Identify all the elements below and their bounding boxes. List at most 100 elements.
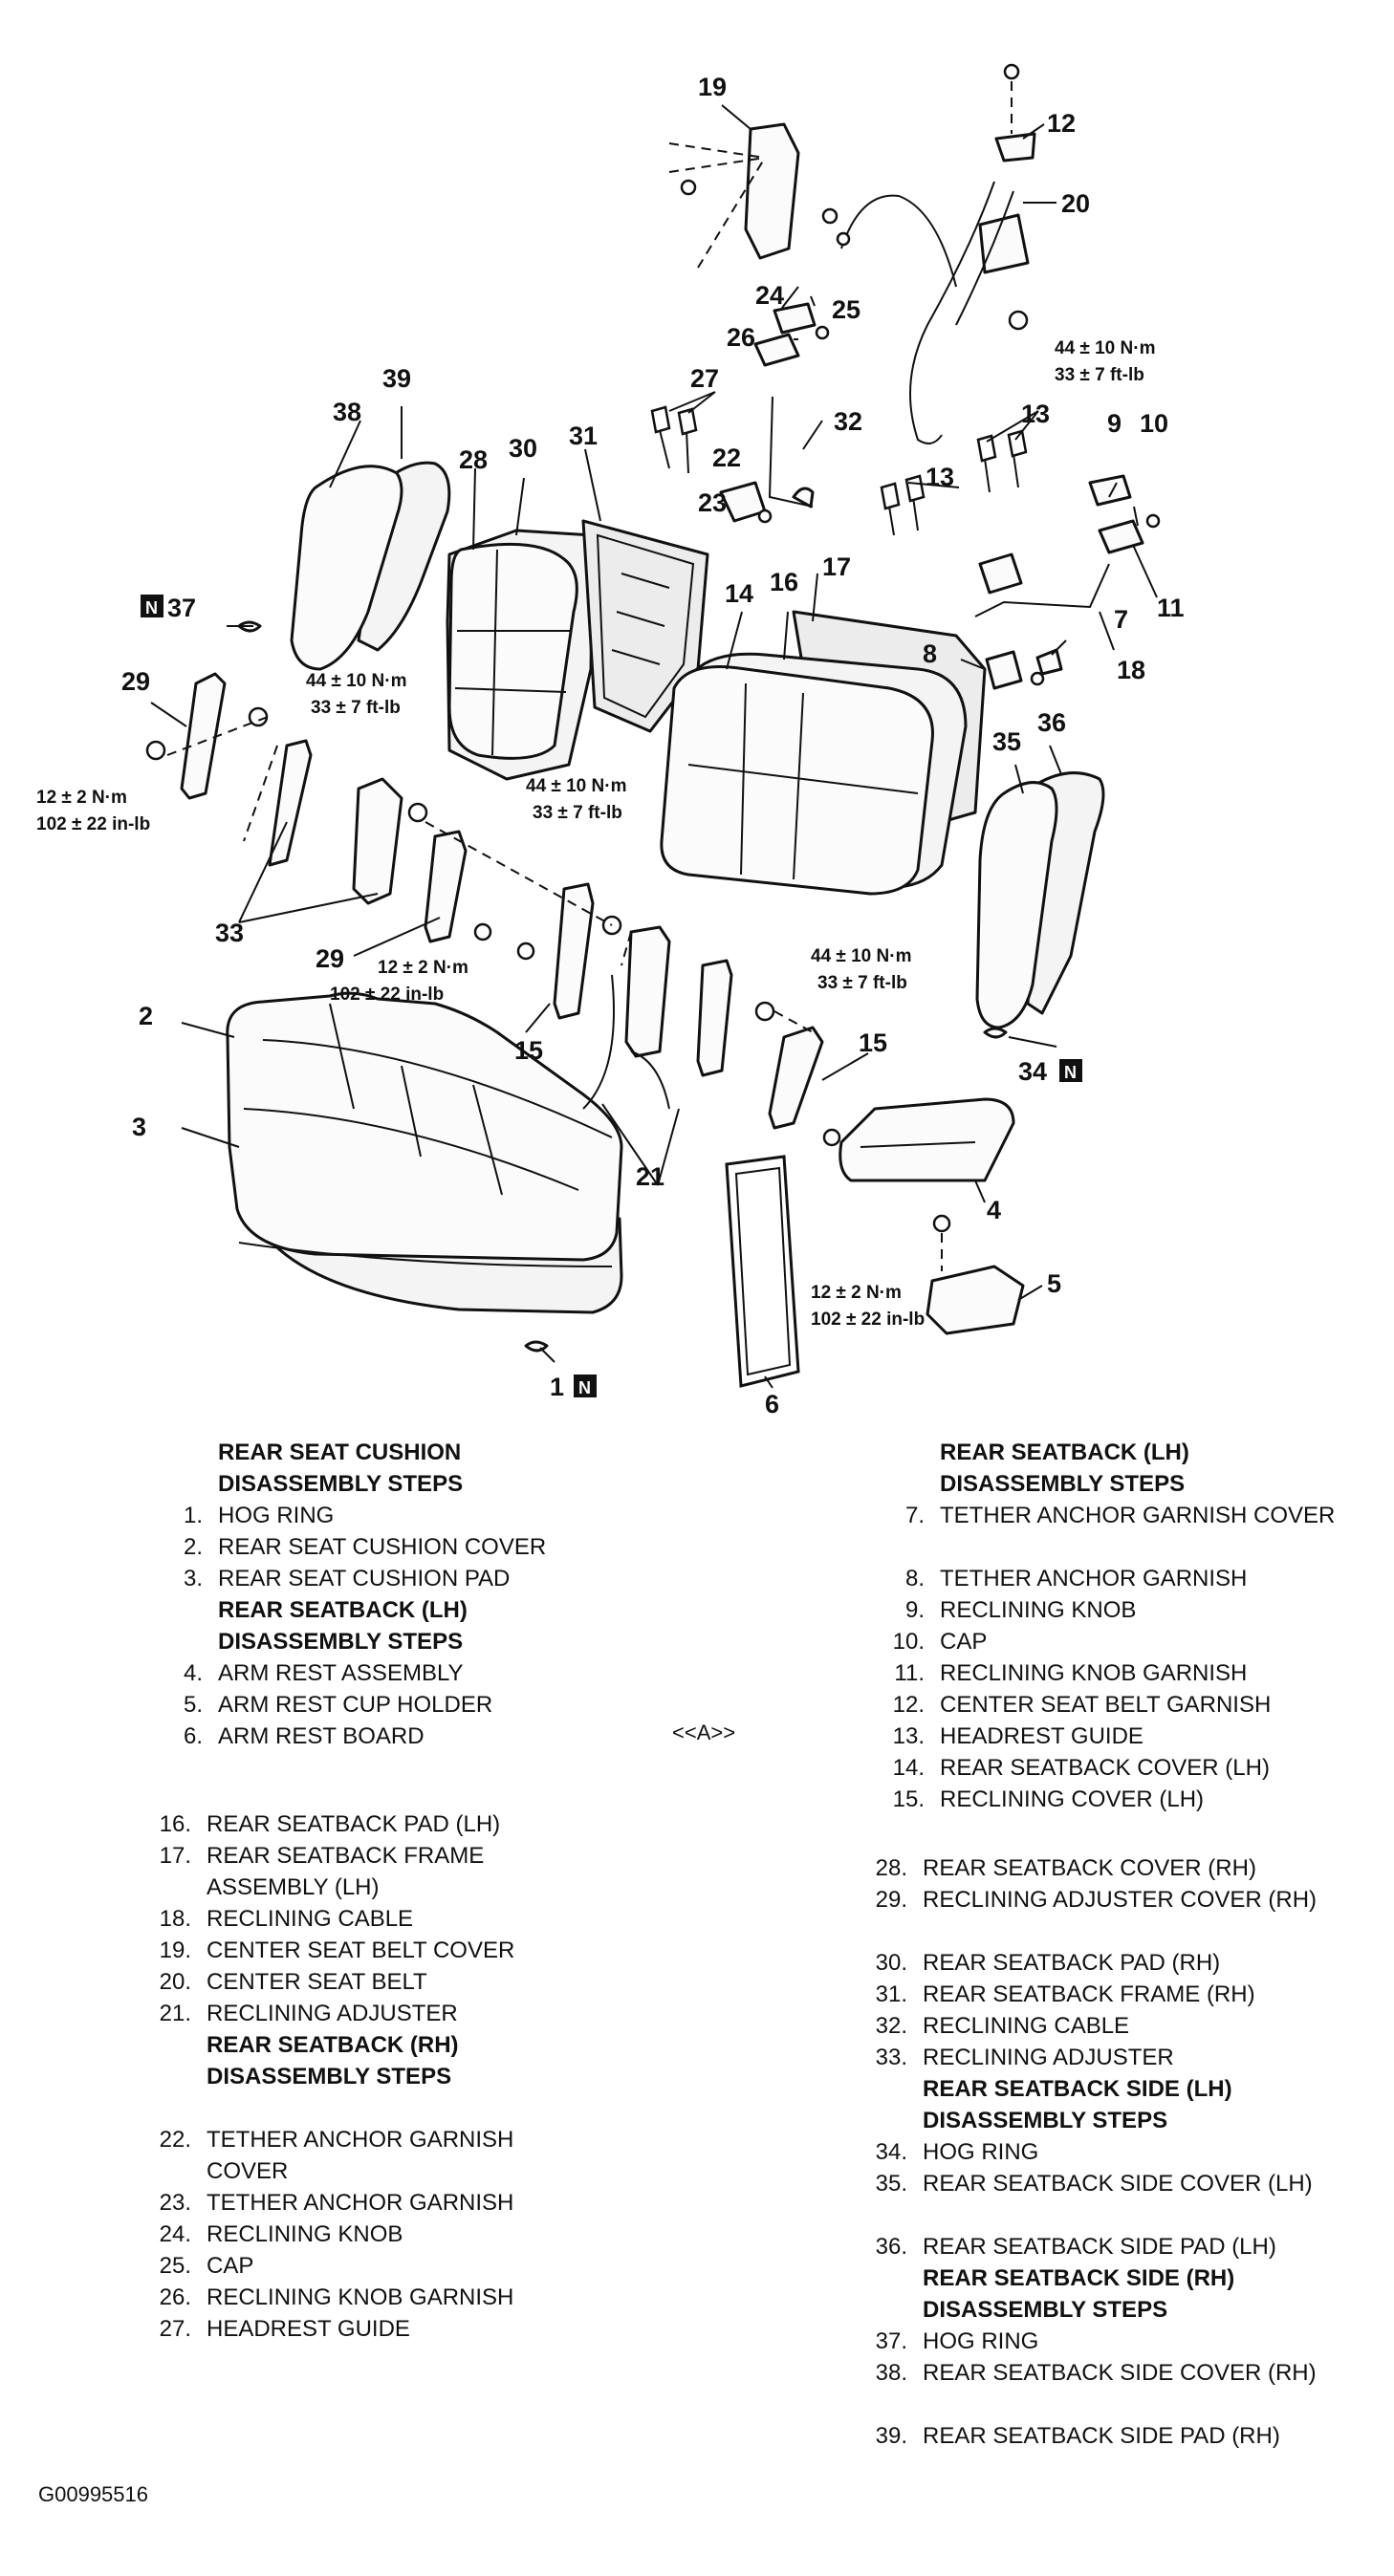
callout-22: 22 xyxy=(712,444,741,472)
legend-item-33: 33.RECLINING ADJUSTER xyxy=(875,2045,1174,2070)
callout-4: 4 xyxy=(987,1196,1001,1224)
legend-heading: REAR SEATBACK SIDE (RH) xyxy=(923,2265,1235,2291)
legend-column-2: REAR SEATBACK (LH) DISASSEMBLY STEPS 7.T… xyxy=(884,1437,1362,1815)
legend-column-3: 16.REAR SEATBACK PAD (LH) 17.REAR SEATBA… xyxy=(151,1808,686,2345)
legend-item-19: 19.CENTER SEAT BELT COVER xyxy=(159,1937,515,1963)
torque-right-nm: 44 ± 10 N·m xyxy=(811,946,911,966)
legend-item-13: 13.HEADREST GUIDE xyxy=(892,1723,1144,1749)
exploded-seat-diagram: 19 12 20 24 25 26 27 39 38 22 32 28 30 3… xyxy=(36,63,1185,1418)
callout-9: 9 xyxy=(1107,409,1122,438)
callout-19: 19 xyxy=(698,73,727,101)
callout-12: 12 xyxy=(1047,109,1076,138)
legend-item-4: 4.ARM REST ASSEMBLY xyxy=(183,1660,464,1686)
new-part-mark-37: N xyxy=(141,595,163,617)
legend-item-24: 24.RECLINING KNOB xyxy=(159,2221,403,2247)
callout-15-right: 15 xyxy=(859,1028,887,1057)
legend-item-22: 22.TETHER ANCHOR GARNISH COVER xyxy=(159,2127,514,2184)
callout-39: 39 xyxy=(382,364,411,393)
legend-item-8: 8.TETHER ANCHOR GARNISH xyxy=(904,1566,1248,1591)
torque-small-bottom-nm: 12 ± 2 N·m xyxy=(811,1283,902,1303)
rear-seat-cushion xyxy=(226,991,623,1314)
callout-20: 20 xyxy=(1061,189,1090,218)
callout-31: 31 xyxy=(569,422,598,450)
callout-21: 21 xyxy=(636,1162,664,1191)
leader-lines xyxy=(150,104,1158,1389)
callout-7: 7 xyxy=(1114,605,1128,634)
legend-item-23: 23.TETHER ANCHOR GARNISH xyxy=(159,2190,514,2216)
legend-item-14: 14.REAR SEATBACK COVER (LH) xyxy=(892,1755,1270,1781)
legend-item-35: 35.REAR SEATBACK SIDE COVER (LH) xyxy=(875,2171,1313,2197)
figure-id: G00995516 xyxy=(38,2482,148,2506)
torque-lhs-nm: 44 ± 10 N·m xyxy=(306,671,406,691)
torque-belt-ft: 33 ± 7 ft-lb xyxy=(1055,365,1144,385)
callout-13-lower: 13 xyxy=(926,463,954,491)
callout-6: 6 xyxy=(765,1390,779,1418)
rear-seatback-rh xyxy=(446,529,595,781)
legend-item-1: 1.HOG RING xyxy=(183,1503,335,1528)
legend-item-16: 16.REAR SEATBACK PAD (LH) xyxy=(159,1811,501,1837)
legend-heading: DISASSEMBLY STEPS xyxy=(923,2297,1168,2323)
callout-30: 30 xyxy=(509,434,537,463)
torque-small-left-in: 102 ± 22 in-lb xyxy=(36,814,150,834)
legend-item-38: 38.REAR SEATBACK SIDE COVER (RH) xyxy=(875,2360,1317,2386)
callout-26: 26 xyxy=(727,323,755,352)
torque-mid-nm: 44 ± 10 N·m xyxy=(526,776,626,796)
legend-item-26: 26.RECLINING KNOB GARNISH xyxy=(159,2284,514,2310)
svg-text:N: N xyxy=(1064,1063,1077,1082)
legend-item-29: 29.RECLINING ADJUSTER COVER (RH) xyxy=(875,1887,1318,1913)
callout-15-mid: 15 xyxy=(514,1036,543,1065)
callout-10: 10 xyxy=(1140,409,1168,438)
legend-heading: REAR SEAT CUSHION xyxy=(218,1440,462,1465)
callout-34: 34 xyxy=(1018,1057,1047,1086)
legend-item-10: 10.CAP xyxy=(892,1629,988,1655)
arm-rest-group xyxy=(725,1097,1025,1388)
svg-text:N: N xyxy=(145,598,158,617)
note-mark-a: <<A>> xyxy=(672,1721,736,1744)
callout-38: 38 xyxy=(333,398,361,426)
callout-2: 2 xyxy=(139,1002,153,1030)
new-part-marks: N N N xyxy=(141,595,1082,1397)
legend-column-1: REAR SEAT CUSHION DISASSEMBLY STEPS 1.HO… xyxy=(163,1437,698,1752)
callout-17: 17 xyxy=(822,552,851,581)
legend-item-6: 6.ARM REST BOARD xyxy=(183,1723,425,1749)
callout-29-lower: 29 xyxy=(316,944,344,973)
torque-belt-nm: 44 ± 10 N·m xyxy=(1055,338,1155,358)
legend-heading: REAR SEATBACK (LH) xyxy=(218,1597,468,1623)
legend-item-39: 39.REAR SEATBACK SIDE PAD (RH) xyxy=(875,2423,1280,2449)
callout-3: 3 xyxy=(132,1113,146,1141)
callout-23: 23 xyxy=(698,488,727,517)
legend-item-28: 28.REAR SEATBACK COVER (RH) xyxy=(875,1855,1256,1881)
callout-8: 8 xyxy=(923,639,937,668)
legend-heading: DISASSEMBLY STEPS xyxy=(218,1629,464,1655)
legend-item-11: 11.RECLINING KNOB GARNISH xyxy=(894,1660,1248,1686)
alignment-lines xyxy=(166,81,1013,1271)
callout-36: 36 xyxy=(1037,708,1066,737)
callout-32: 32 xyxy=(834,407,862,436)
center-belt-group xyxy=(744,122,1036,444)
rear-seatback-side-lh xyxy=(975,771,1105,1029)
legend-item-20: 20.CENTER SEAT BELT xyxy=(159,1969,427,1995)
callout-labels: 19 12 20 24 25 26 27 39 38 22 32 28 30 3… xyxy=(121,73,1185,1418)
legend-heading: DISASSEMBLY STEPS xyxy=(923,2108,1168,2133)
legend-item-3: 3.REAR SEAT CUSHION PAD xyxy=(183,1566,511,1591)
callout-5: 5 xyxy=(1047,1269,1061,1298)
callout-33: 33 xyxy=(215,919,244,947)
legend-heading: DISASSEMBLY STEPS xyxy=(940,1471,1186,1497)
legend-item-31: 31.REAR SEATBACK FRAME (RH) xyxy=(875,1981,1255,2007)
legend-item-36: 36.REAR SEATBACK SIDE PAD (LH) xyxy=(875,2234,1276,2260)
legend-heading: DISASSEMBLY STEPS xyxy=(207,2064,452,2089)
torque-specs: 44 ± 10 N·m 33 ± 7 ft-lb 44 ± 10 N·m 33 … xyxy=(36,338,1155,1330)
legend-item-32: 32.RECLINING CABLE xyxy=(875,2013,1130,2039)
callout-25: 25 xyxy=(832,295,860,324)
legend-item-37: 37.HOG RING xyxy=(875,2328,1039,2354)
torque-lhs-ft: 33 ± 7 ft-lb xyxy=(311,698,401,718)
legend-item-34: 34.HOG RING xyxy=(875,2139,1039,2165)
legend-item-25: 25.CAP xyxy=(159,2253,254,2279)
legend-item-27: 27.HEADREST GUIDE xyxy=(159,2316,410,2342)
callout-13-upper: 13 xyxy=(1021,400,1050,428)
callout-18: 18 xyxy=(1117,656,1145,684)
torque-small-bottom-in: 102 ± 22 in-lb xyxy=(811,1310,925,1330)
legend-item-15: 15.RECLINING COVER (LH) xyxy=(892,1786,1205,1812)
callout-11: 11 xyxy=(1157,594,1185,622)
legend-heading: DISASSEMBLY STEPS xyxy=(218,1471,464,1497)
